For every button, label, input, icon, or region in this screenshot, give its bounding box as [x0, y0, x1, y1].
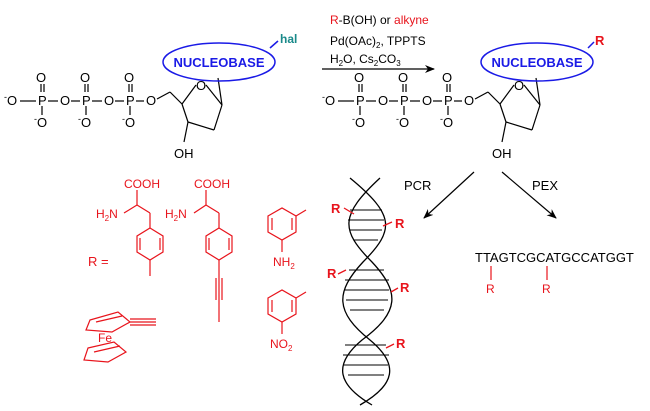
sequence-text: TTAGTCGCATGCCATGGT: [475, 250, 634, 265]
pex-label: PEX: [532, 178, 558, 193]
nucleobase-ellipse-right: [480, 42, 594, 82]
svg-text:P: P: [82, 93, 91, 108]
sequence-r2: R: [542, 282, 551, 296]
svg-text:O: O: [442, 70, 452, 85]
svg-text:R: R: [400, 280, 410, 295]
o-minus-1: -O: [4, 92, 17, 108]
svg-text:-O: -O: [122, 114, 135, 130]
pex-arrow: [501, 171, 557, 219]
svg-text:O: O: [422, 93, 432, 108]
svg-text:O: O: [146, 93, 156, 108]
svg-text:H2N: H2N: [165, 207, 187, 223]
svg-text:O: O: [514, 78, 524, 93]
svg-text:P: P: [356, 93, 365, 108]
amino-acid-1: [123, 190, 164, 276]
reaction-arrow: R-B(OH) or alkyne Pd(OAc)2, TPPTS H2O, C…: [322, 13, 435, 73]
oh-label: OH: [174, 146, 194, 161]
oh-label-product: OH: [492, 146, 512, 161]
svg-text:O: O: [378, 93, 388, 108]
svg-text:-O: -O: [78, 114, 91, 130]
svg-text:NO2: NO2: [270, 337, 293, 353]
svg-text:-O: -O: [34, 114, 47, 130]
triphosphate-left: -O P O -O O P O -O O P O -O O: [4, 70, 156, 130]
product: -O P O -O O P O -O O P O -O O: [322, 33, 605, 161]
svg-text:R: R: [395, 216, 405, 231]
svg-text:COOH: COOH: [124, 177, 160, 191]
svg-text:NH2: NH2: [273, 255, 295, 271]
nucleobase-ellipse-left: [162, 42, 276, 82]
svg-text:O: O: [196, 78, 206, 93]
svg-text:Fe: Fe: [98, 331, 112, 345]
svg-text:O: O: [104, 93, 114, 108]
svg-text:R: R: [331, 201, 341, 216]
pcr-arrow: [423, 171, 475, 219]
hal-label: hal: [280, 32, 297, 46]
r-equals: R =: [88, 254, 109, 269]
reagent-line-1: R-B(OH) or alkyne: [330, 13, 429, 27]
svg-text:-O: -O: [352, 114, 365, 130]
r-label-product: R: [595, 33, 605, 48]
svg-text:R: R: [396, 336, 406, 351]
pex-sequence: TTAGTCGCATGCCATGGT R R: [475, 250, 634, 296]
dna-helix: [337, 177, 399, 406]
svg-text:H2N: H2N: [96, 207, 118, 223]
svg-text:O: O: [124, 70, 134, 85]
reagent-line-2: Pd(OAc)2, TPPTS: [330, 34, 426, 50]
svg-text:COOH: COOH: [194, 177, 230, 191]
sequence-r1: R: [486, 282, 495, 296]
pcr-label: PCR: [404, 178, 431, 193]
svg-text:O: O: [80, 70, 90, 85]
nucleobase-label-right: NUCLEOBASE: [491, 55, 582, 70]
svg-text:P: P: [126, 93, 135, 108]
nitrotolyl: [267, 289, 307, 334]
svg-text:-O: -O: [396, 114, 409, 130]
svg-text:-O: -O: [440, 114, 453, 130]
svg-text:P: P: [38, 93, 47, 108]
nucleobase-label-left: NUCLEOBASE: [173, 55, 264, 70]
r-definitions: R = COOH H2N COOH H: [83, 177, 307, 363]
reagent-line-3: H2O, Cs2CO3: [330, 52, 401, 68]
svg-text:R: R: [327, 266, 337, 281]
svg-text:O: O: [464, 93, 474, 108]
svg-text:O: O: [354, 70, 364, 85]
svg-text:O: O: [398, 70, 408, 85]
svg-text:O: O: [60, 93, 70, 108]
svg-text:P: P: [400, 93, 409, 108]
helix-r-labels: R R R R R: [327, 201, 410, 351]
amino-acid-2: [193, 190, 233, 322]
svg-text:P: P: [444, 93, 453, 108]
ferrocene: [83, 311, 156, 363]
svg-text:-O: -O: [322, 92, 335, 108]
start-material: -O P O -O O P O -O O P O -O O: [4, 32, 297, 161]
svg-text:O: O: [36, 70, 46, 85]
aminotolyl: [267, 207, 307, 252]
